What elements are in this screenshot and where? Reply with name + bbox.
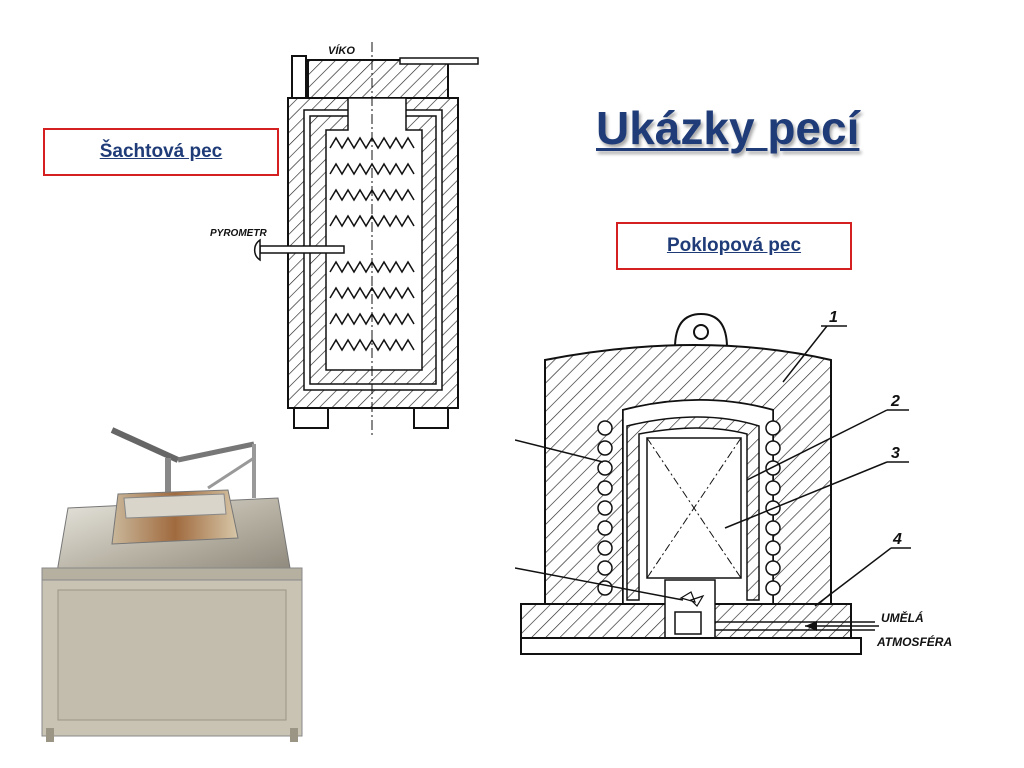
callout-4: 4: [892, 531, 902, 548]
pyrometer-label: PYROMETR: [210, 228, 267, 239]
slide-title: Ukázky pecí: [596, 102, 860, 154]
callout-2: 2: [890, 393, 900, 410]
shaft-furnace-photo: [41, 427, 303, 742]
heating-coils-right: [765, 420, 781, 596]
shaft-lid: [307, 59, 449, 101]
callout-1: 1: [829, 309, 838, 326]
atmosphere-label-2: ATMOSFÉRA: [876, 634, 952, 649]
callout-3: 3: [891, 445, 900, 462]
heating-coils-left: [597, 420, 613, 596]
shaft-furnace-diagram: VÍKO PYROMETR: [210, 42, 479, 435]
bell-furnace-diagram: 1 2 3 4 UMĚLÁ ATMOSFÉRA: [515, 309, 952, 655]
lid-label: VÍKO: [328, 44, 355, 57]
bell-furnace-label: Poklopová pec: [666, 235, 802, 256]
shaft-furnace-label-box: Šachtová pec: [43, 128, 279, 176]
pyrometer: [253, 238, 345, 262]
shaft-furnace-label: Šachtová pec: [99, 141, 223, 162]
bell-furnace-label-box: Poklopová pec: [616, 222, 852, 270]
atmosphere-label-1: UMĚLÁ: [881, 610, 924, 625]
